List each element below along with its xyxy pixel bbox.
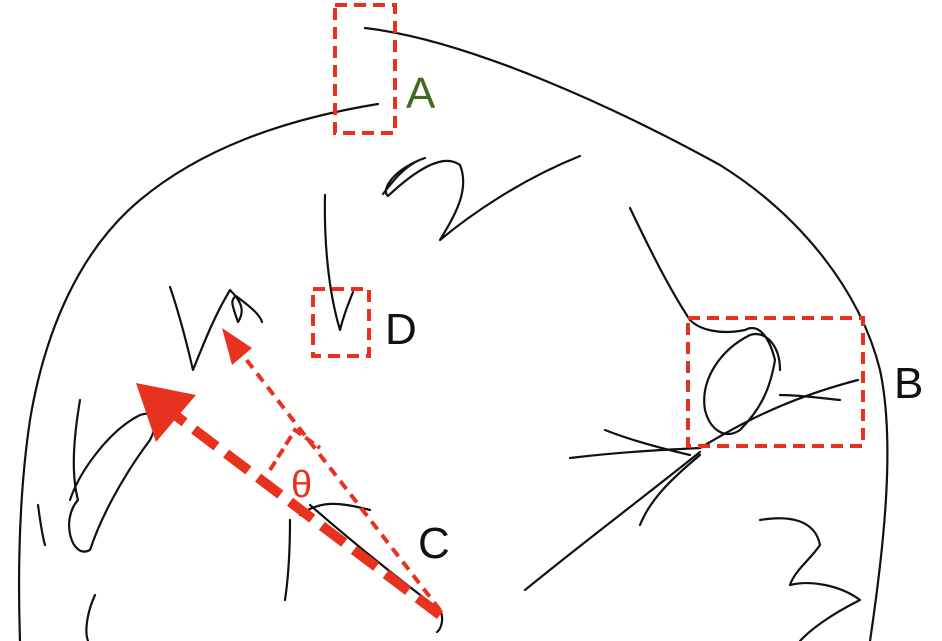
label-c: C xyxy=(418,519,450,568)
box-b xyxy=(686,316,865,448)
scribble-right-z xyxy=(758,517,862,641)
scribble-left-oval xyxy=(68,398,157,553)
label-b: B xyxy=(894,359,923,408)
arrow-thick-dashed-shaft xyxy=(171,411,444,619)
angle-marker xyxy=(268,427,322,472)
arrow-thin-dashed-shaft xyxy=(233,343,442,612)
label-theta: θ xyxy=(291,464,312,506)
scribble-right-curl-b xyxy=(628,206,782,435)
arrow-thin-dashed-head xyxy=(222,328,252,365)
scribble-vertical-line-d xyxy=(323,193,355,332)
arrow-thick-dashed-head xyxy=(136,383,196,442)
outline-right-curve xyxy=(363,26,889,641)
box-a xyxy=(333,3,397,135)
outline-left-curve xyxy=(17,102,380,641)
scribble-top-swirl xyxy=(381,154,582,242)
label-a: A xyxy=(406,69,436,118)
label-d: D xyxy=(385,305,417,354)
scribble-right-lower xyxy=(523,450,702,592)
scribble-left-upper xyxy=(168,285,264,372)
box-d xyxy=(311,287,371,358)
scribble-left-bottom xyxy=(36,503,97,641)
